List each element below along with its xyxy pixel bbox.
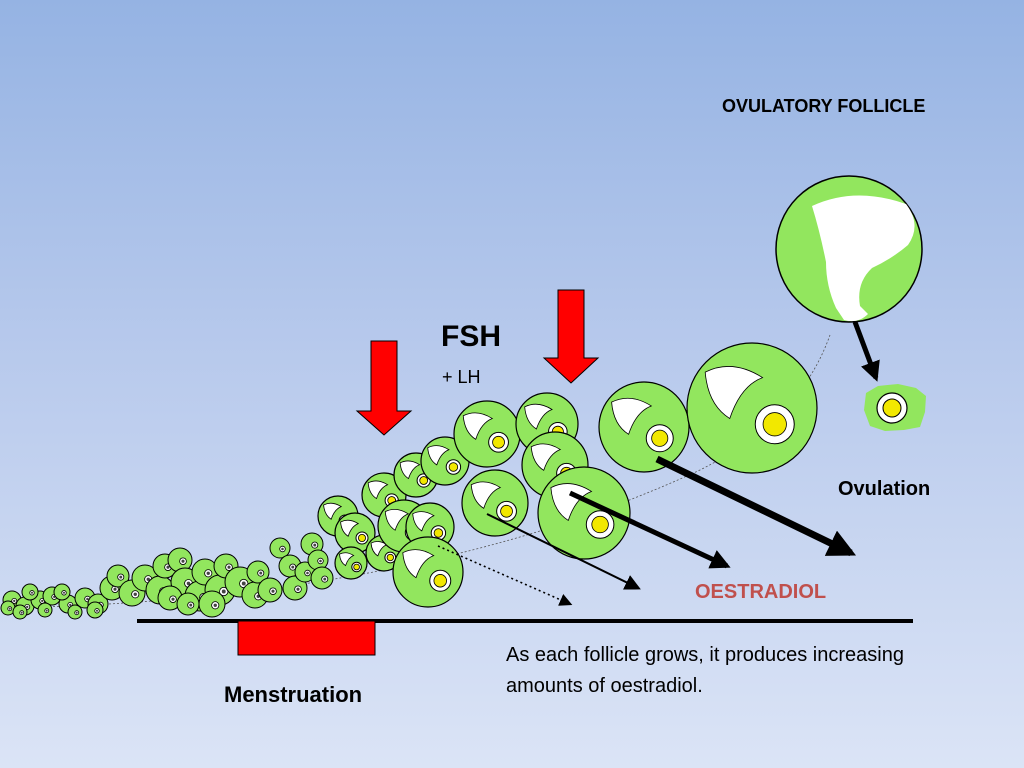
ovulation-arrow: [852, 321, 880, 382]
primordial-follicle: [282, 575, 308, 601]
ovulation-label: Ovulation: [838, 478, 931, 500]
released-oocyte: [864, 384, 926, 431]
fsh-arrow-right: [542, 289, 600, 384]
primordial-follicle: [67, 604, 83, 620]
lh-label: + LH: [442, 367, 481, 387]
primordial-follicle: [257, 577, 283, 603]
primordial-follicle: [269, 537, 291, 559]
ovulatory-follicle-title: OVULATORY FOLLICLE: [722, 96, 926, 116]
menstruation-label: Menstruation: [224, 682, 363, 707]
primordial-follicle: [198, 590, 226, 618]
caption-text: As each follicle grows, it produces incr…: [506, 644, 904, 697]
primordial-follicle: [37, 602, 53, 618]
primordial-follicle: [106, 564, 130, 588]
growing-follicle: [334, 546, 368, 580]
fsh-arrow-left: [355, 340, 413, 436]
oestradiol-arrow-thin: [486, 513, 641, 590]
follicle-cluster: [0, 342, 818, 620]
ovulatory-follicle: [775, 175, 923, 323]
primordial-follicle: [310, 566, 334, 590]
primordial-follicle: [21, 583, 39, 601]
primordial-follicle: [167, 547, 193, 573]
growing-follicle: [686, 342, 818, 474]
menstruation-bar: [237, 620, 376, 656]
growing-follicle: [453, 400, 521, 468]
oestradiol-arrow-thick: [655, 455, 857, 557]
primordial-follicle: [53, 583, 71, 601]
primordial-follicle: [246, 560, 270, 584]
primordial-follicle: [176, 592, 200, 616]
growing-follicle: [598, 381, 690, 473]
growing-follicle: [537, 466, 631, 560]
primordial-follicle: [12, 604, 28, 620]
oestradiol-arrow-dotted: [437, 545, 573, 606]
primordial-follicle: [86, 601, 104, 619]
growing-follicle: [461, 469, 529, 537]
fsh-label: FSH: [441, 320, 501, 353]
growing-follicle: [392, 536, 464, 608]
oestradiol-arrow-medium: [568, 490, 731, 569]
oestradiol-label: OESTRADIOL: [695, 581, 827, 603]
